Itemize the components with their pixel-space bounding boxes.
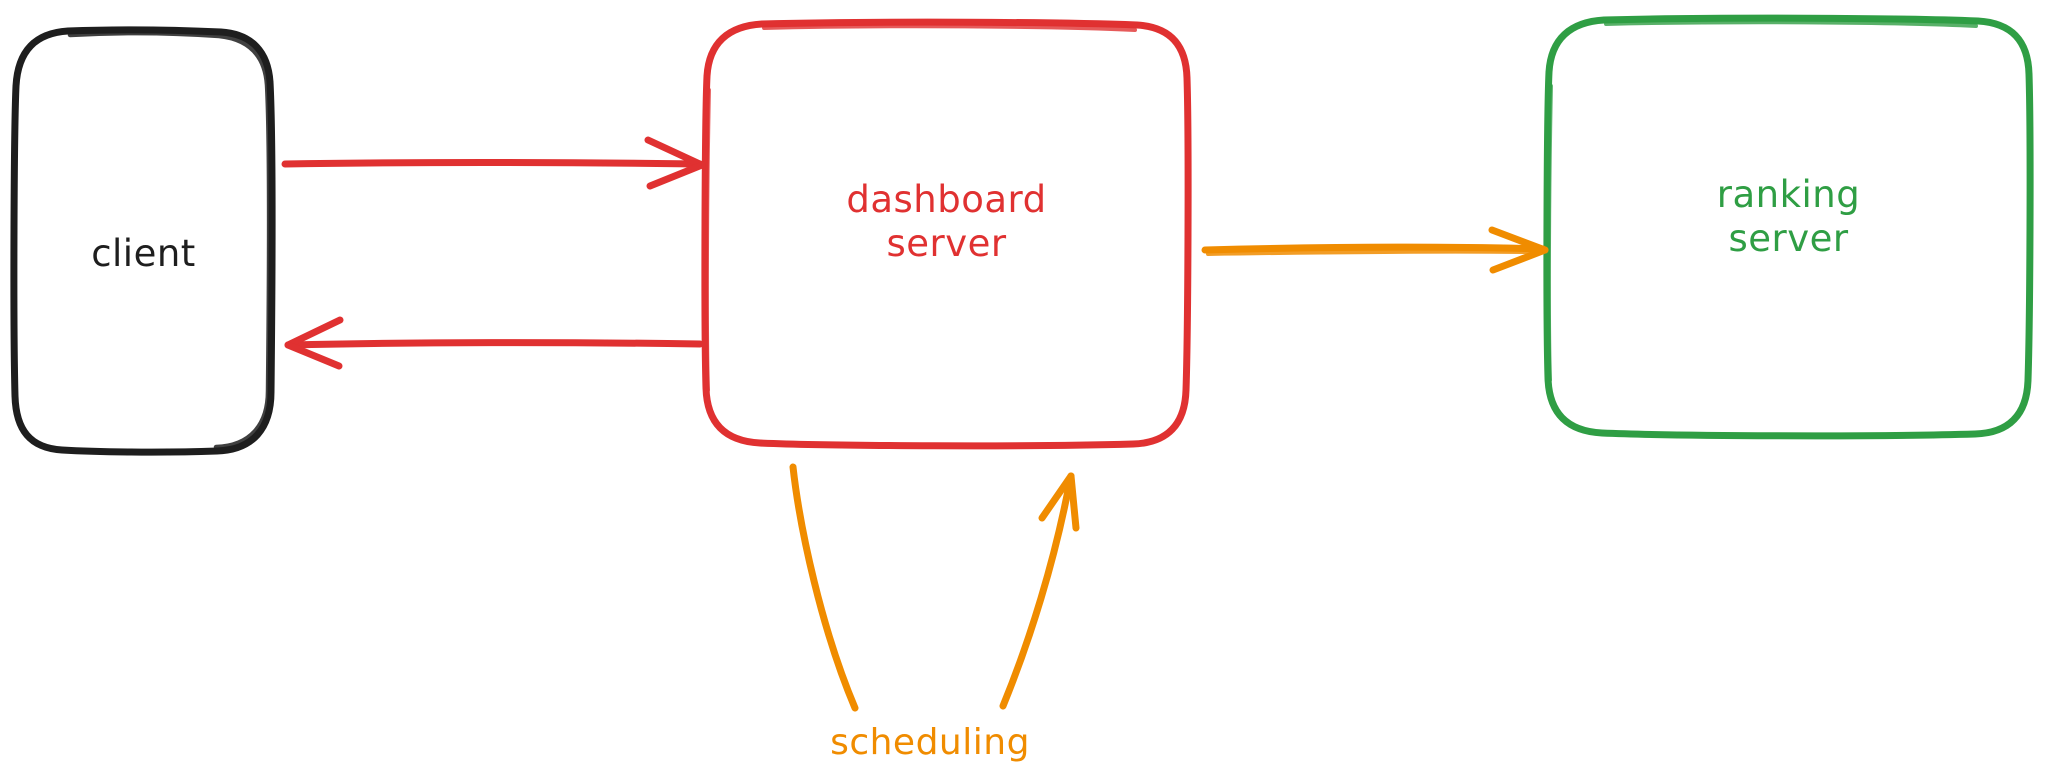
edge-label-scheduling: scheduling bbox=[830, 722, 1030, 763]
node-label-dashboard-line2: server bbox=[886, 221, 1007, 265]
edge-dashboard-self-loop-scheduling[interactable] bbox=[789, 463, 1080, 712]
node-label-ranking-line1: ranking bbox=[1716, 173, 1861, 216]
node-label-ranking-line2: server bbox=[1728, 216, 1849, 260]
edge-dashboard-to-ranking[interactable] bbox=[1201, 226, 1549, 274]
node-label-client: client bbox=[91, 232, 196, 275]
node-client-shape[interactable] bbox=[10, 26, 276, 456]
edge-dashboard-to-client[interactable] bbox=[284, 316, 704, 370]
node-ranking-server-shape[interactable] bbox=[1543, 14, 2034, 440]
edge-client-to-dashboard[interactable] bbox=[281, 136, 706, 190]
node-label-dashboard-line1: dashboard bbox=[846, 178, 1047, 221]
node-dashboard-server-shape[interactable] bbox=[701, 18, 1192, 450]
